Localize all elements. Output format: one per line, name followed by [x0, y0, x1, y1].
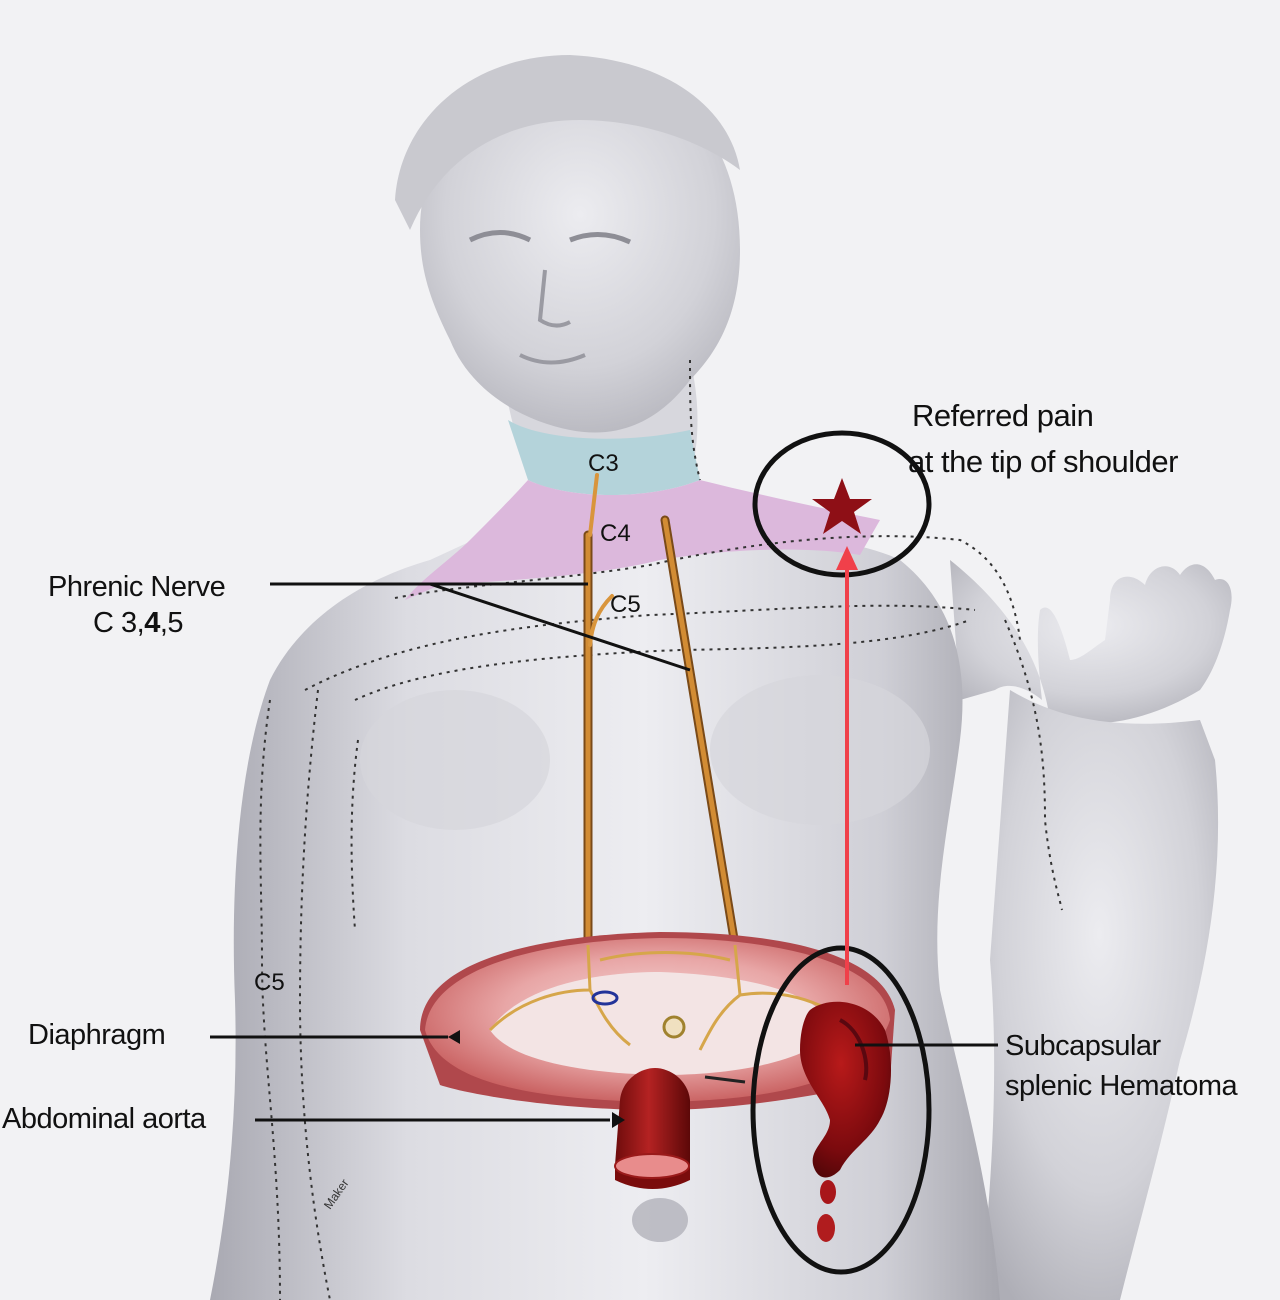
diaphragm-label: Diaphragm	[28, 1019, 165, 1051]
c4-dermatome-band	[405, 480, 880, 600]
raised-arm	[950, 560, 1232, 724]
phrenic-nerve-label-line2: C 3,4,5	[93, 607, 183, 639]
referred-pain-star	[812, 478, 872, 534]
head	[420, 68, 740, 433]
headband	[395, 55, 740, 230]
shoulder-highlight-circle	[752, 430, 932, 578]
c4-label: C4	[600, 520, 631, 547]
c3-dermatome-band	[508, 420, 700, 495]
c3-label: C3	[588, 450, 619, 477]
leader-lines	[210, 582, 998, 1122]
abdominal-aorta-illustration	[614, 1068, 690, 1189]
c5-root	[588, 594, 614, 647]
hematoma-label-line1: Subcapsular	[1005, 1030, 1162, 1062]
navel	[632, 1198, 688, 1242]
phrenic-nerve-label-line1: Phrenic Nerve	[48, 571, 225, 603]
spleen-highlight-circle	[750, 945, 932, 1275]
aortic-hiatus	[662, 1015, 686, 1039]
torso	[210, 500, 1000, 1300]
phrenic-nerve-label-5: ,5	[160, 607, 183, 639]
referred-pain-label-line2: at the tip of shoulder	[908, 444, 1178, 479]
body-figure	[210, 55, 1232, 1300]
referred-pain-label-line1: Referred pain	[912, 398, 1093, 433]
hematoma-label-line2: splenic Hematoma	[1005, 1070, 1239, 1102]
abdominal-aorta-label: Abdominal aorta	[2, 1103, 207, 1135]
c5-neck-label: C5	[610, 591, 641, 618]
phrenic-nerve-label-c: C 3,	[93, 607, 144, 639]
c5-arm-label: C5	[254, 969, 285, 996]
phrenic-nerve-label-4: 4	[144, 607, 160, 639]
diaphragm-illustration	[420, 932, 895, 1110]
lower-arm	[980, 690, 1219, 1300]
referral-arrow	[836, 546, 858, 985]
phrenic-nerves	[583, 473, 740, 950]
esophageal-hiatus	[591, 990, 619, 1006]
c3-root	[588, 473, 599, 537]
phrenic-leader-2	[429, 582, 691, 672]
